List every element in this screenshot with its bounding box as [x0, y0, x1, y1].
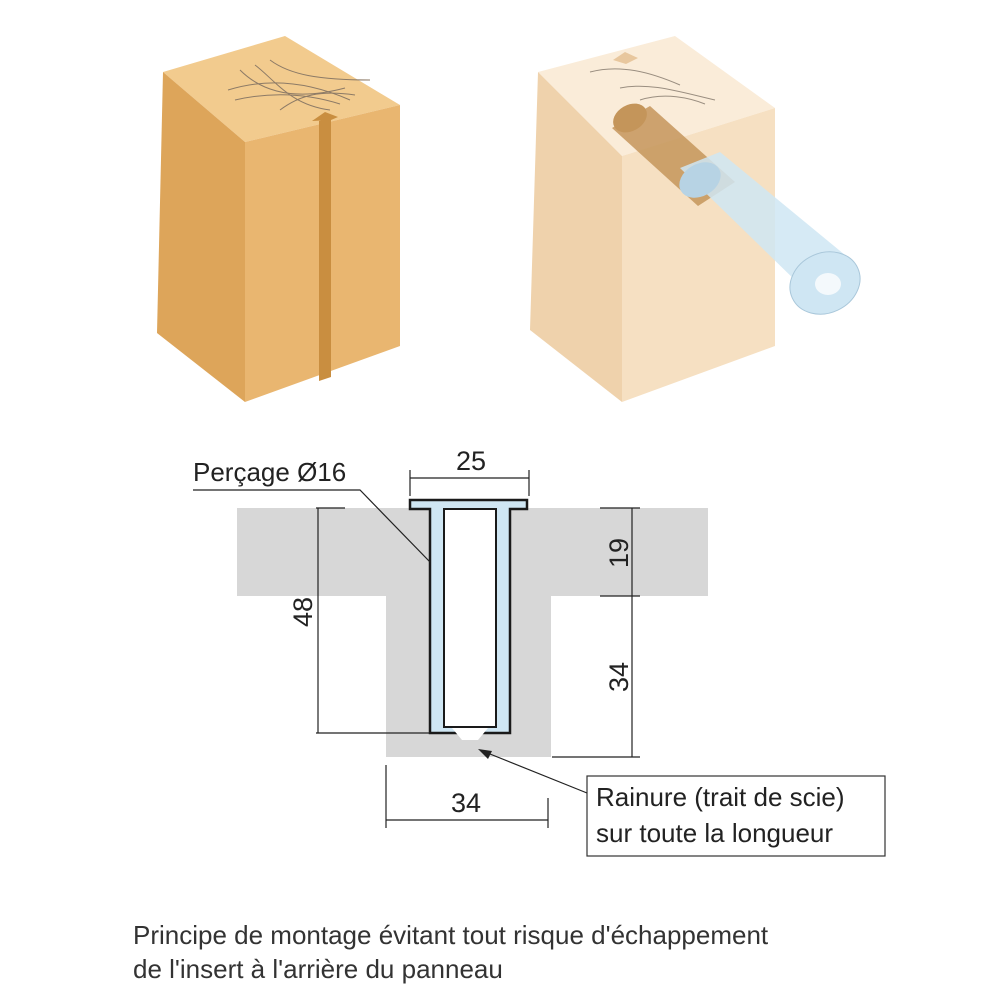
insert-sleeve-start — [679, 162, 721, 198]
ghost-block-top-face — [538, 36, 775, 156]
groove-leader — [484, 751, 588, 794]
dim-25-line — [409, 470, 530, 496]
groove-notch-top — [312, 112, 338, 121]
wood-grain-marks — [227, 59, 371, 111]
caption-line1: Principe de montage évitant tout risque … — [133, 920, 769, 950]
grooved-wood-block — [157, 36, 400, 402]
groove-leader-arrowhead — [478, 749, 492, 759]
dim-34h-line — [385, 765, 549, 828]
ghost-groove-notch — [613, 52, 638, 64]
block-top-face — [163, 36, 400, 142]
dimension-lines — [316, 470, 640, 828]
dim-34-vertical: 34 — [604, 662, 634, 692]
drilling-label: Perçage Ø16 — [193, 457, 346, 487]
groove-label-box — [586, 775, 886, 857]
insert-sleeve — [680, 152, 845, 285]
groove-cut — [452, 728, 488, 740]
dim-34-horizontal: 34 — [451, 788, 481, 818]
drilling-leader — [193, 489, 431, 563]
groove-slot — [319, 118, 331, 381]
insert-3d — [612, 103, 861, 315]
dim-48-line — [316, 507, 430, 734]
groove-label-line2: sur toute la longueur — [596, 818, 833, 848]
ghost-wood-grain-marks — [589, 68, 716, 105]
insert-flange-hole — [815, 273, 841, 295]
block-left-face — [157, 72, 245, 402]
dim-25: 25 — [456, 446, 486, 476]
transparent-wood-block — [530, 36, 775, 402]
dim-48: 48 — [288, 597, 318, 627]
caption-line2: de l'insert à l'arrière du panneau — [133, 954, 503, 984]
groove-label-line1: Rainure (trait de scie) — [596, 782, 845, 812]
ghost-block-left-face — [530, 72, 622, 402]
dim-19-line — [600, 507, 640, 597]
groove-callout: Rainure (trait de scie) sur toute la lon… — [478, 749, 886, 857]
insert-bore — [443, 508, 497, 728]
dim-19: 19 — [604, 538, 634, 568]
dim-34v-line — [552, 596, 640, 758]
cross-section — [237, 498, 708, 757]
dowel-end — [613, 103, 647, 133]
